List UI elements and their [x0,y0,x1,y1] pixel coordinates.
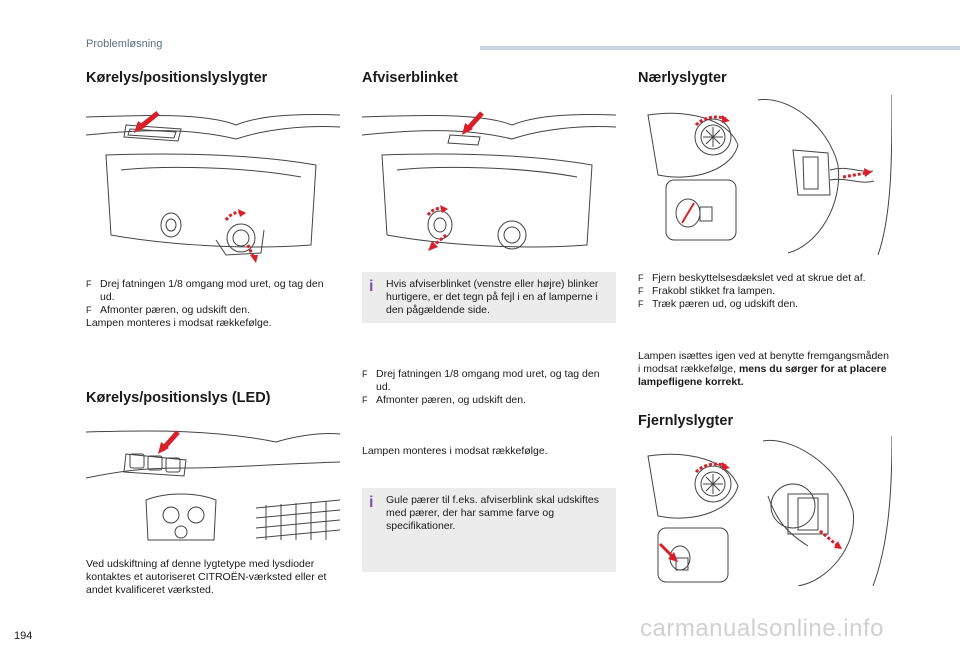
illustration-led-lamp [86,420,340,550]
col2-closing-text: Lampen monteres i modsat rækkefølge. [362,445,548,457]
watermark: carmanualsonline.info [640,615,884,642]
illustration-daytime-lamp [86,95,340,265]
col3-reassembly-text: Lampen isættes igen ved at benytte fremg… [638,350,889,388]
closing-text: Lampen monteres i modsat rækkefølge. [86,317,272,329]
info-icon: i [369,278,374,295]
led-instructions: Ved udskiftning af denne lygtetype med l… [86,558,327,596]
heading-koerelys-led: Kørelys/positionslys (LED) [86,390,271,406]
section-header: Problemløsning [86,38,163,50]
bullet-marker: F [638,273,644,283]
heading-naerlys: Nærlyslygter [638,70,727,86]
bullet-marker: F [638,299,644,309]
heading-afviserblinket: Afviserblinket [362,70,458,86]
info-note-fast-blink: i Hvis afviserblinket (venstre eller høj… [362,272,616,323]
illustration-turn-signal [362,95,616,265]
bullet-marker: F [86,305,92,315]
bullet-marker: F [638,286,644,296]
bullet-marker: F [362,395,368,405]
page-number: 194 [14,630,33,642]
illustration-dipped-beam [638,95,892,255]
heading-koerelys: Kørelys/positionslyslygter [86,70,268,86]
info-note-yellow-bulbs: i Gule pærer til f.eks. afviserblink ska… [362,488,616,572]
heading-fjernlys: Fjernlyslygter [638,413,734,429]
info-icon: i [369,494,374,511]
bullet-marker: F [362,369,368,379]
bullet-marker: F [86,279,92,289]
illustration-main-beam [638,436,892,586]
header-bar [480,46,960,50]
